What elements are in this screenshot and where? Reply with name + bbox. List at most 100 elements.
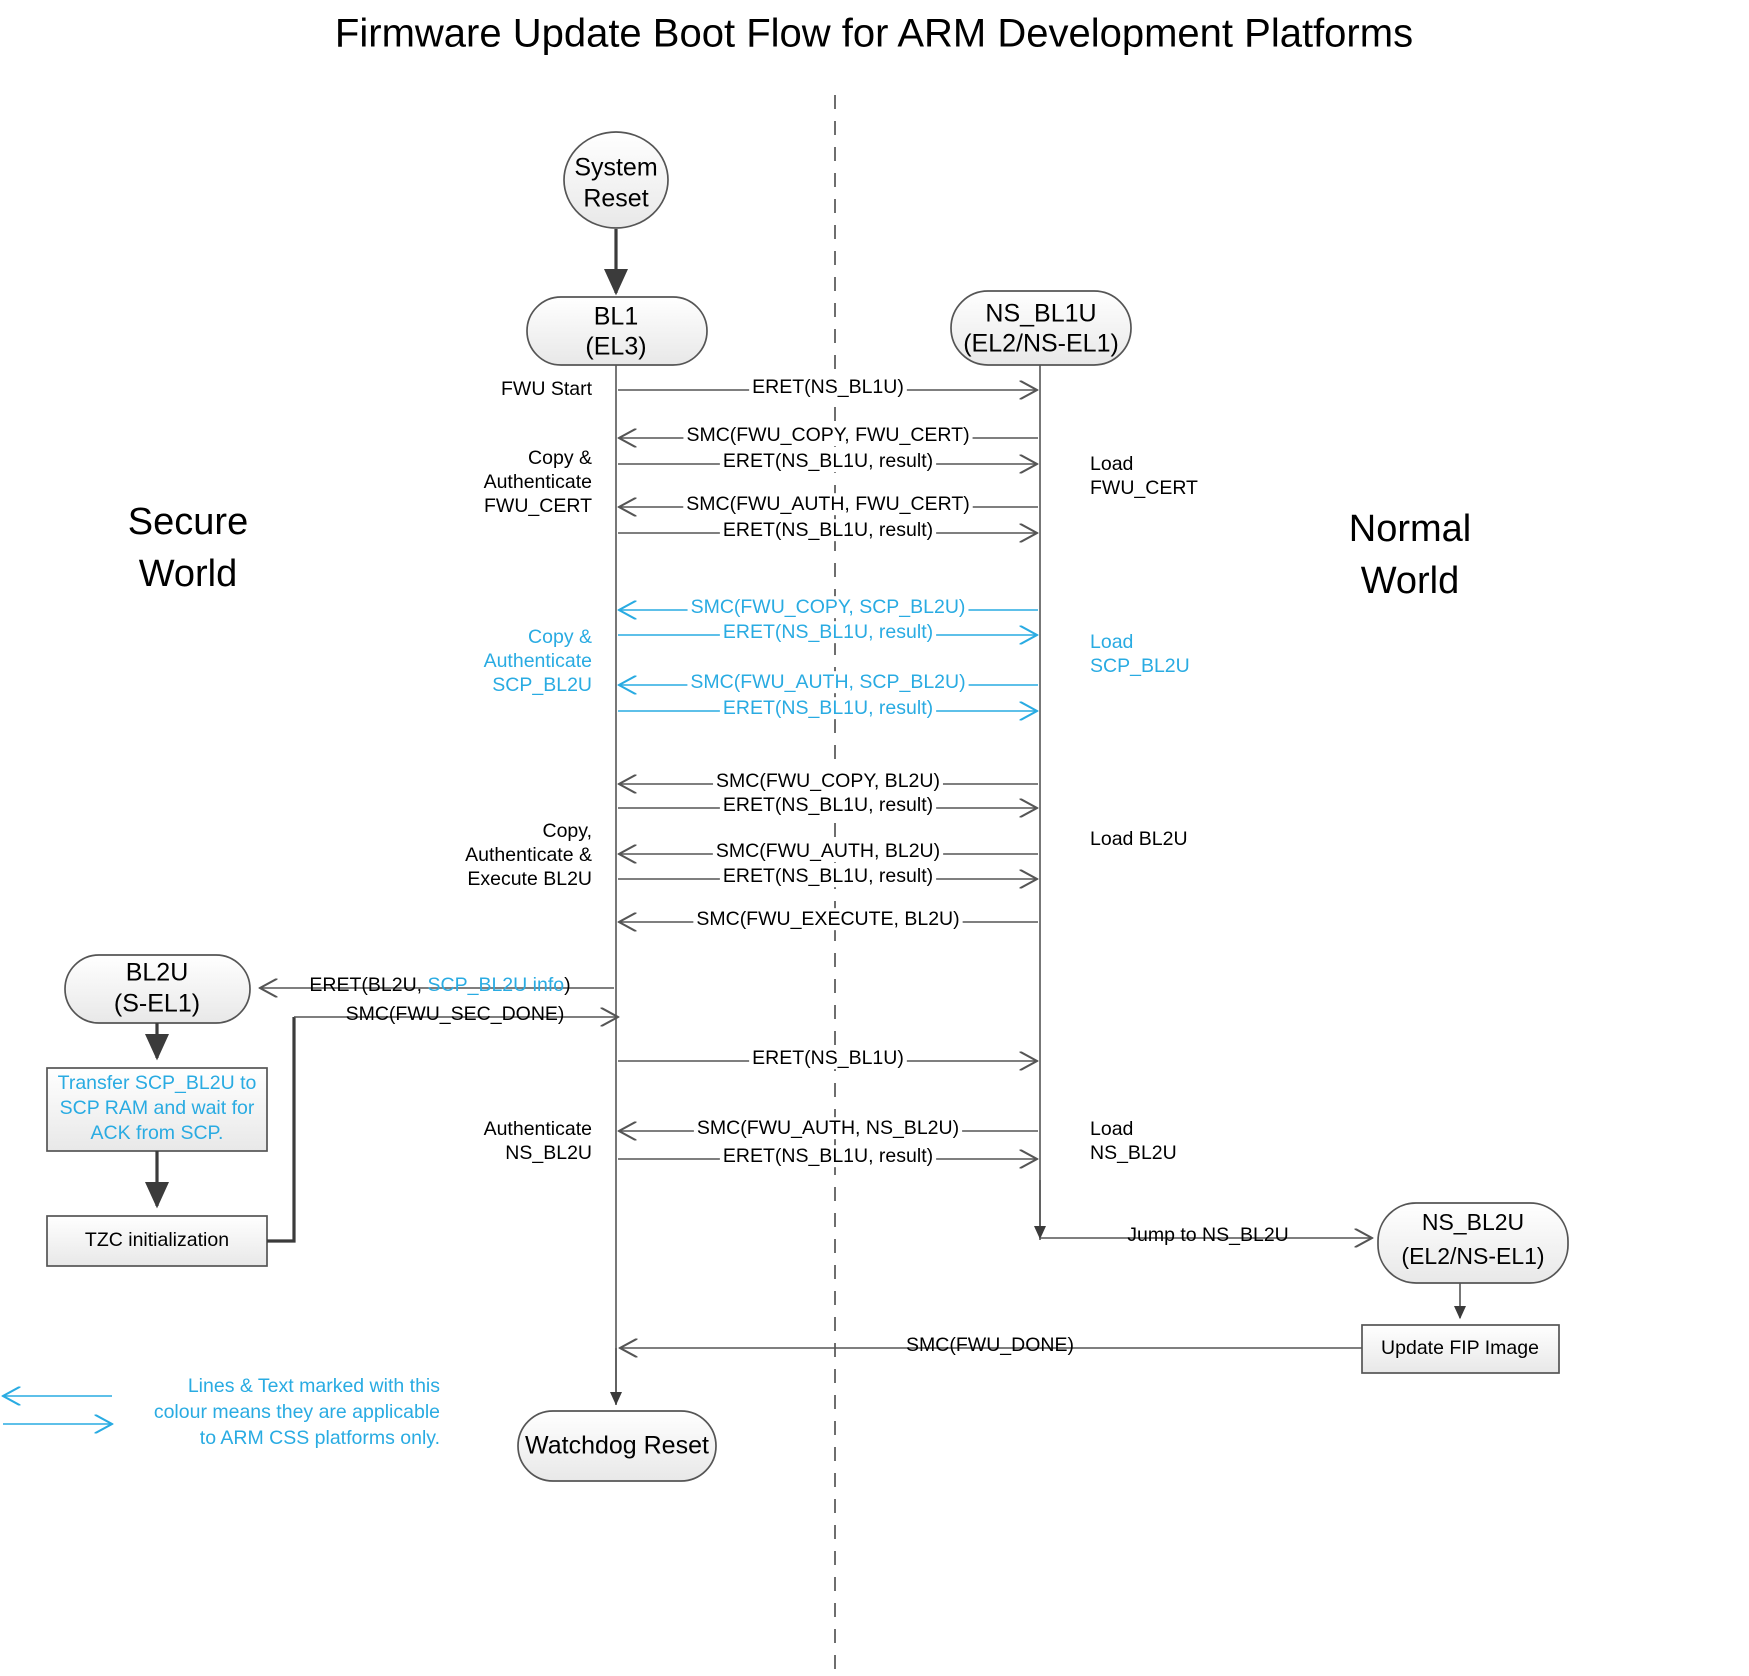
box-transfer-line3: ACK from SCP. bbox=[91, 1122, 224, 1144]
side-note-line-n9-1: NS_BL2U bbox=[1090, 1142, 1177, 1164]
box-tzc-initialization[interactable] bbox=[46, 1215, 268, 1267]
node-ns-bl1u-line1: NS_BL1U bbox=[985, 300, 1096, 328]
message-m4: SMC(FWU_AUTH, FWU_CERT) bbox=[619, 493, 1038, 515]
message-m3: ERET(NS_BL1U, result) bbox=[618, 450, 1037, 472]
node-bl2u-line2: (S-EL1) bbox=[114, 990, 200, 1018]
side-note-line-n9-0: Load bbox=[1090, 1118, 1133, 1140]
msg-eret-bl2u-cyan: SCP_BL2U info bbox=[428, 974, 565, 996]
message-label-bg-m12 bbox=[712, 840, 944, 863]
side-note-line-n1-0: FWU Start bbox=[501, 378, 593, 400]
node-system-reset[interactable] bbox=[563, 131, 669, 229]
side-note-line-n2-1: Authenticate bbox=[484, 471, 592, 493]
legend-line2: colour means they are applicable bbox=[154, 1401, 440, 1423]
message-label-m14: SMC(FWU_EXECUTE, BL2U) bbox=[696, 908, 959, 930]
message-label-m4: SMC(FWU_AUTH, FWU_CERT) bbox=[686, 493, 969, 515]
message-label-m6: SMC(FWU_COPY, SCP_BL2U) bbox=[691, 596, 966, 618]
msg-eret-bl2u-pre: ERET(BL2U, bbox=[309, 974, 427, 996]
message-m10: SMC(FWU_COPY, BL2U) bbox=[619, 770, 1038, 792]
side-note-n1: FWU Start bbox=[501, 378, 593, 400]
box-transfer-scp-bl2u[interactable] bbox=[46, 1067, 268, 1152]
node-system-reset-line1: System bbox=[574, 154, 657, 182]
side-note-line-n7-0: Load BL2U bbox=[1090, 828, 1188, 850]
message-label-m1: ERET(NS_BL1U) bbox=[752, 376, 904, 398]
message-m17: ERET(NS_BL1U) bbox=[618, 1047, 1037, 1069]
msg-eret-bl2u-label: ERET(BL2U, SCP_BL2U info) bbox=[309, 974, 570, 996]
node-ns-bl2u-line1: NS_BL2U bbox=[1422, 1209, 1524, 1235]
message-label-bg-m2 bbox=[683, 424, 973, 447]
message-label-m7: ERET(NS_BL1U, result) bbox=[723, 621, 933, 643]
side-note-line-n4-0: Copy & bbox=[528, 626, 592, 648]
box-tzc-label: TZC initialization bbox=[85, 1229, 229, 1251]
normal-world-label-line1: Normal bbox=[1349, 508, 1471, 550]
side-note-n6: Copy,Authenticate &Execute BL2U bbox=[465, 820, 592, 890]
side-note-line-n4-1: Authenticate bbox=[484, 650, 592, 672]
side-note-n7: Load BL2U bbox=[1090, 828, 1188, 850]
message-label-m19: ERET(NS_BL1U, result) bbox=[723, 1145, 933, 1167]
message-m1: ERET(NS_BL1U) bbox=[618, 376, 1037, 398]
message-label-bg-m7 bbox=[719, 621, 937, 644]
message-label-bg-m14 bbox=[693, 908, 963, 931]
legend-line1: Lines & Text marked with this bbox=[188, 1375, 440, 1397]
box-transfer-line1: Transfer SCP_BL2U to bbox=[58, 1072, 257, 1094]
message-label-bg-m1 bbox=[749, 376, 907, 399]
side-note-line-n6-2: Execute BL2U bbox=[467, 868, 592, 890]
message-label-m11: ERET(NS_BL1U, result) bbox=[723, 794, 933, 816]
message-label-bg-m5 bbox=[719, 519, 937, 542]
message-m8: SMC(FWU_AUTH, SCP_BL2U) bbox=[619, 671, 1038, 693]
legend-line3: to ARM CSS platforms only. bbox=[200, 1427, 440, 1449]
message-m18: SMC(FWU_AUTH, NS_BL2U) bbox=[619, 1117, 1038, 1139]
side-note-line-n6-1: Authenticate & bbox=[465, 844, 592, 866]
side-note-line-n3-1: FWU_CERT bbox=[1090, 477, 1198, 499]
box-update-fip-image[interactable] bbox=[1361, 1324, 1560, 1374]
side-note-line-n8-1: NS_BL2U bbox=[505, 1142, 592, 1164]
node-bl1-line1: BL1 bbox=[594, 303, 638, 331]
connector-tzc-to-fwu-sec-done bbox=[267, 1017, 296, 1243]
message-m12: SMC(FWU_AUTH, BL2U) bbox=[619, 840, 1038, 862]
message-label-bg-m17 bbox=[749, 1047, 907, 1070]
message-label-m9: ERET(NS_BL1U, result) bbox=[723, 697, 933, 719]
msg-eret-bl2u-post: ) bbox=[564, 974, 571, 996]
message-label-bg-m3 bbox=[719, 450, 937, 473]
message-m11: ERET(NS_BL1U, result) bbox=[618, 794, 1037, 816]
message-label-bg-m9 bbox=[719, 697, 937, 720]
box-transfer-line2: SCP RAM and wait for bbox=[60, 1097, 255, 1119]
secure-world-label-line1: Secure bbox=[128, 501, 248, 543]
message-label-bg-m18 bbox=[693, 1117, 963, 1140]
msg-smc-fwu-sec-done-label: SMC(FWU_SEC_DONE) bbox=[346, 1003, 565, 1025]
side-note-line-n2-0: Copy & bbox=[528, 447, 592, 469]
message-label-m18: SMC(FWU_AUTH, NS_BL2U) bbox=[697, 1117, 959, 1139]
side-note-line-n4-2: SCP_BL2U bbox=[492, 674, 592, 696]
message-label-bg-m8 bbox=[687, 671, 969, 694]
message-label-m17: ERET(NS_BL1U) bbox=[752, 1047, 904, 1069]
message-label-bg-m4 bbox=[683, 493, 973, 516]
message-label-m5: ERET(NS_BL1U, result) bbox=[723, 519, 933, 541]
message-label-m10: SMC(FWU_COPY, BL2U) bbox=[716, 770, 940, 792]
node-ns-bl2u[interactable] bbox=[1377, 1202, 1569, 1284]
node-bl1-line2: (EL3) bbox=[585, 333, 646, 361]
message-arrows-group: ERET(NS_BL1U) SMC(FWU_COPY, FWU_CERT) ERET… bbox=[618, 376, 1038, 1167]
message-label-m2: SMC(FWU_COPY, FWU_CERT) bbox=[686, 424, 969, 446]
page-title: Firmware Update Boot Flow for ARM Develo… bbox=[335, 12, 1413, 56]
node-ns-bl1u[interactable] bbox=[950, 290, 1132, 366]
side-note-line-n5-1: SCP_BL2U bbox=[1090, 655, 1190, 677]
box-update-fip-label: Update FIP Image bbox=[1381, 1337, 1539, 1359]
message-label-bg-m11 bbox=[719, 794, 937, 817]
node-system-reset-line2: Reset bbox=[583, 185, 648, 213]
message-label-m13: ERET(NS_BL1U, result) bbox=[723, 865, 933, 887]
message-m19: ERET(NS_BL1U, result) bbox=[618, 1145, 1037, 1167]
message-label-bg-m13 bbox=[719, 865, 937, 888]
message-m2: SMC(FWU_COPY, FWU_CERT) bbox=[619, 424, 1038, 446]
node-bl2u-line1: BL2U bbox=[126, 959, 189, 987]
node-bl1[interactable] bbox=[526, 296, 708, 366]
node-watchdog-reset[interactable] bbox=[517, 1410, 717, 1482]
message-m14: SMC(FWU_EXECUTE, BL2U) bbox=[619, 908, 1038, 930]
message-m9: ERET(NS_BL1U, result) bbox=[618, 697, 1037, 719]
msg-jump-to-ns-bl2u-label: Jump to NS_BL2U bbox=[1127, 1224, 1289, 1246]
message-m5: ERET(NS_BL1U, result) bbox=[618, 519, 1037, 541]
